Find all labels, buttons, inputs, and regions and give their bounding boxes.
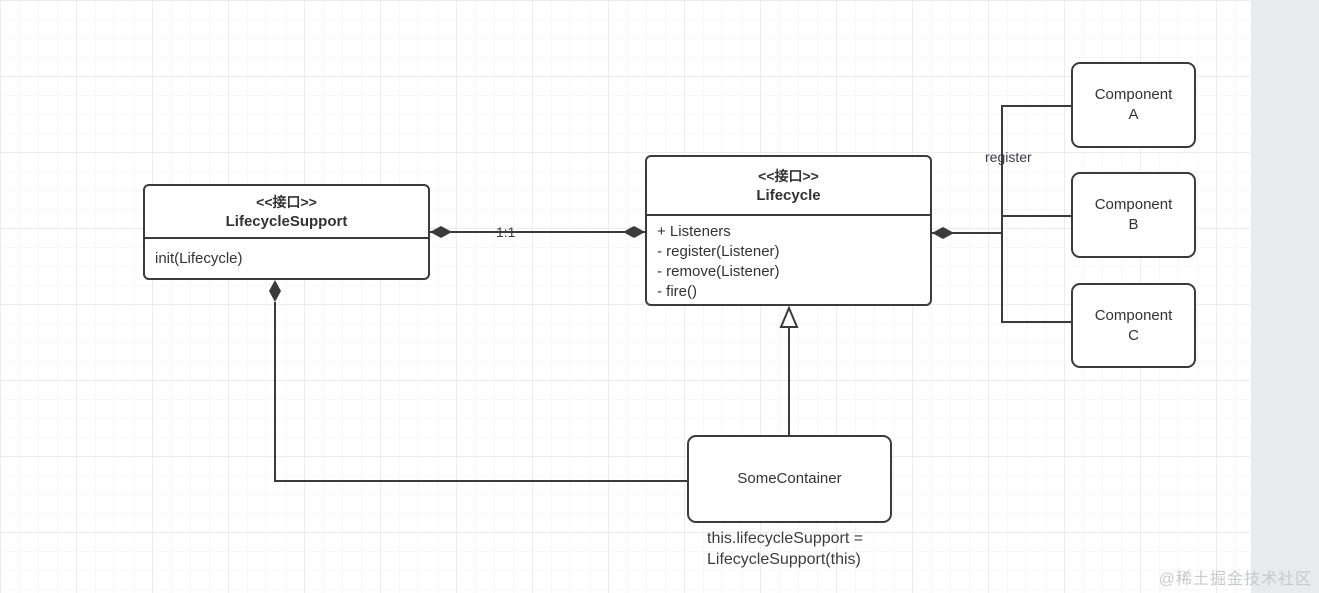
node-label-letter: B	[1128, 216, 1139, 233]
class-lifecyclesupport: <<接口>> LifecycleSupport init(Lifecycle)	[143, 184, 430, 280]
node-label-letter: A	[1128, 106, 1139, 123]
node-somecontainer: SomeContainer	[687, 435, 892, 523]
diagram-canvas	[0, 0, 1251, 593]
code-note-line2: LifecycleSupport(this)	[707, 551, 861, 568]
class-member: - register(Listener)	[657, 243, 780, 260]
class-lifecycle-header: <<接口>> Lifecycle	[647, 157, 930, 216]
class-lifecyclesupport-header: <<接口>> LifecycleSupport	[145, 186, 428, 239]
class-name: LifecycleSupport	[225, 212, 348, 230]
register-label: register	[985, 149, 1032, 165]
node-component-c: Component C	[1071, 283, 1196, 368]
watermark: @稀土掘金技术社区	[1158, 571, 1312, 588]
node-label: Component	[1094, 306, 1173, 324]
node-component-b: Component B	[1071, 172, 1196, 258]
right-gutter	[1251, 0, 1319, 593]
node-label-letter: C	[1128, 326, 1139, 344]
node-component-a: Component A	[1071, 62, 1196, 148]
class-member: + Listeners	[657, 223, 731, 240]
node-label: SomeContainer	[737, 470, 842, 487]
class-member: - fire()	[657, 283, 697, 300]
stereotype-label: <<接口>>	[758, 167, 819, 184]
code-note: this.lifecycleSupport = LifecycleSupport…	[707, 528, 863, 570]
code-note-line1: this.lifecycleSupport =	[707, 530, 864, 547]
class-member: - remove(Listener)	[657, 263, 780, 280]
class-lifecycle: <<接口>> Lifecycle + Listeners - register(…	[645, 155, 932, 306]
node-label: Component	[1094, 196, 1173, 213]
node-label: Component	[1094, 86, 1173, 103]
class-lifecycle-members: + Listeners - register(Listener) - remov…	[647, 216, 930, 302]
stereotype-label: <<接口>>	[256, 193, 317, 210]
class-member: init(Lifecycle)	[155, 250, 243, 267]
multiplicity-label: 1:1	[496, 224, 516, 240]
class-name: Lifecycle	[756, 186, 821, 204]
class-lifecyclesupport-members: init(Lifecycle)	[145, 239, 428, 278]
